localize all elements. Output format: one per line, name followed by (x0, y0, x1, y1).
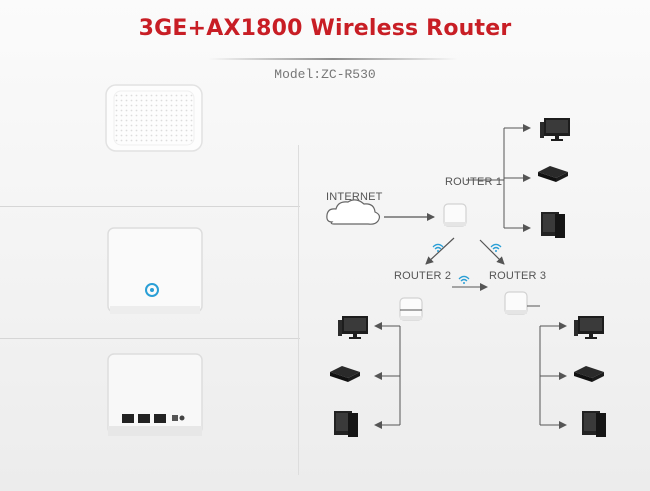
section-divider-2 (0, 338, 300, 339)
router-back-view-image (107, 353, 203, 436)
panel-divider (298, 145, 299, 475)
router1-label: ROUTER 1 (445, 176, 503, 188)
router3-label: ROUTER 3 (489, 270, 547, 282)
model-number: Model:ZC-R530 (274, 67, 376, 82)
wifi-icon (458, 275, 470, 285)
router1-icon (443, 203, 467, 227)
internet-label: INTERNET (326, 191, 383, 203)
computer-icon (334, 411, 358, 437)
set-top-box-icon (538, 166, 568, 182)
page-title: 3GE+AX1800 Wireless Router (138, 16, 512, 41)
router3-icon (504, 291, 528, 315)
title-divider (208, 58, 458, 60)
wifi-icon (432, 243, 444, 253)
desktop-pc-icon (540, 118, 570, 141)
router2-icon (399, 297, 423, 321)
router-front-view-image (107, 227, 203, 314)
set-top-box-icon (574, 366, 604, 382)
computer-icon (582, 411, 606, 437)
wifi-icon (490, 243, 502, 253)
desktop-pc-icon (574, 316, 604, 339)
desktop-pc-icon (338, 316, 368, 339)
cloud-icon (326, 199, 381, 225)
set-top-box-icon (330, 366, 360, 382)
computer-icon (541, 212, 565, 238)
section-divider-1 (0, 206, 300, 207)
router2-label: ROUTER 2 (394, 270, 452, 282)
router-top-view-image (105, 84, 203, 152)
